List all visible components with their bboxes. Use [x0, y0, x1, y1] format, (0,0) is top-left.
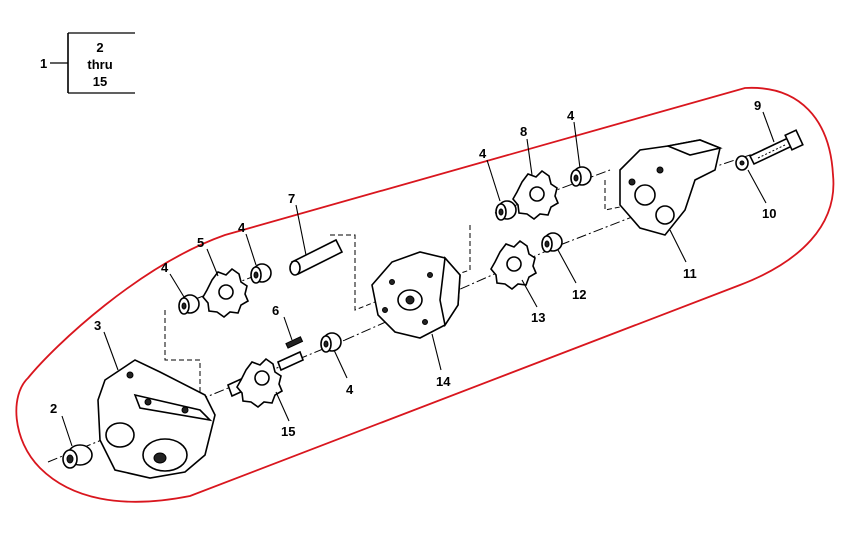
part-6-pin [285, 336, 304, 349]
dashed-guides [164, 180, 631, 395]
part-8-gear [512, 169, 560, 221]
callout-4: 4 [346, 382, 354, 397]
callout-4: 4 [161, 260, 169, 275]
part-11-bracket [619, 139, 723, 236]
callout-4: 4 [479, 146, 487, 161]
part-15-drive-gear [226, 350, 305, 409]
part-7-shaft [289, 238, 344, 276]
callouts: 2 3 4 5 4 6 7 4 14 15 4 8 4 9 10 11 12 1… [50, 98, 776, 439]
part-5-gear [202, 267, 250, 319]
callout-6: 6 [272, 303, 279, 318]
callout-7: 7 [288, 191, 295, 206]
callout-12: 12 [572, 287, 586, 302]
group-bracket: 1 2 thru 15 [40, 32, 135, 94]
callout-11: 11 [683, 266, 697, 281]
part-14-housing [371, 251, 461, 339]
callout-8: 8 [520, 124, 527, 139]
group-range-end: 15 [93, 74, 107, 89]
part-3-pump-body [97, 359, 216, 479]
highlight-outline [15, 87, 835, 503]
group-range-start: 2 [96, 40, 103, 55]
callout-5: 5 [197, 235, 204, 250]
part-2-bushing [62, 444, 93, 469]
callout-15: 15 [281, 424, 295, 439]
part-4-bushings [178, 166, 592, 353]
group-range-word: thru [87, 57, 112, 72]
leader-lines [61, 111, 775, 447]
callout-2: 2 [50, 401, 57, 416]
callout-10: 10 [762, 206, 776, 221]
callout-13: 13 [531, 310, 545, 325]
callout-9: 9 [754, 98, 761, 113]
group-item-number: 1 [40, 56, 47, 71]
part-13-gear [490, 239, 538, 291]
callout-4: 4 [567, 108, 575, 123]
callout-3: 3 [94, 318, 101, 333]
callout-4: 4 [238, 220, 246, 235]
part-12-bushing [541, 232, 563, 253]
callout-14: 14 [436, 374, 451, 389]
part-10-washer [735, 155, 749, 171]
part-9-bolt [748, 129, 804, 166]
